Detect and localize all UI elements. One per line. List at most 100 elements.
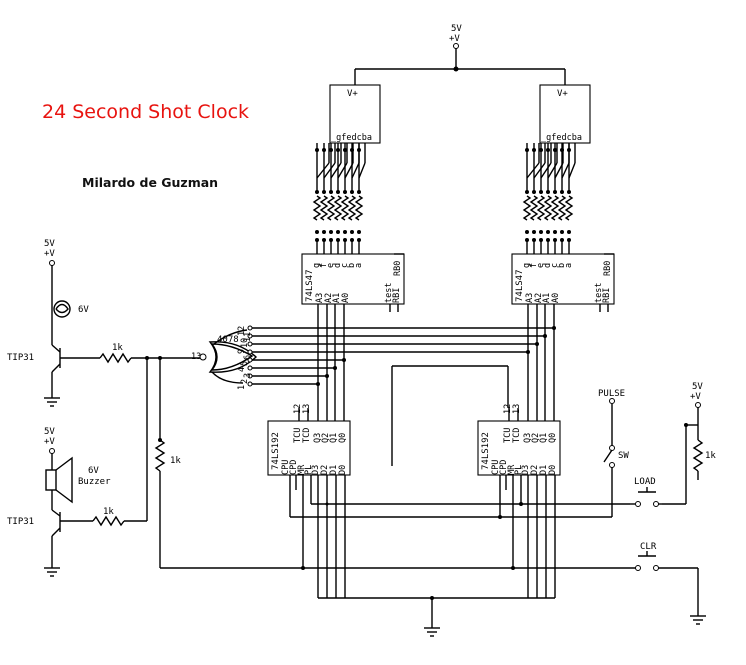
display-vplus-label: V+: [347, 89, 358, 99]
right-supply: 5V +V 1k: [662, 382, 716, 505]
svg-text:D1: D1: [539, 465, 549, 475]
bundle-routing: [526, 143, 576, 179]
nor-gate-4078: 4078 13: [191, 329, 258, 384]
decoder-74ls47-tens: 74LS47 g f e d c b a A3 A2 A1 A0 test RB…: [301, 253, 405, 305]
svg-text:Q1: Q1: [329, 433, 339, 443]
gate-pin-label: 5: [240, 361, 250, 366]
lamp-icon: [53, 300, 71, 318]
segment-resistor-array-tens: [312, 143, 366, 254]
svg-text:Q2: Q2: [321, 433, 331, 443]
svg-text:TCU: TCU: [293, 428, 303, 443]
supply-plus-label: +V: [449, 34, 460, 44]
svg-text:PL: PL: [304, 465, 314, 475]
gate-pin-label: 1: [237, 385, 247, 390]
clr-button[interactable]: CLR: [301, 475, 706, 625]
svg-text:RB0: RB0: [393, 261, 403, 276]
bundle-routing: [316, 143, 366, 179]
svg-text:A3: A3: [525, 293, 535, 303]
svg-text:D2: D2: [530, 465, 540, 475]
svg-text:c: c: [550, 263, 560, 268]
svg-text:d: d: [333, 263, 343, 268]
svg-text:MR: MR: [297, 464, 307, 475]
supply-terminal: [453, 43, 459, 49]
gate-name: 4078: [217, 335, 239, 345]
svg-text:Q1: Q1: [539, 433, 549, 443]
gate-pin-label: 4: [237, 367, 247, 372]
supply-5v-label: 5V: [451, 24, 462, 34]
lamp-driver: 5V +V 6V TIP31 1k: [7, 239, 200, 407]
buzzer-supply-label: 5V: [44, 427, 55, 437]
svg-text:a: a: [354, 263, 364, 268]
lamp-supply-label: 5V: [44, 239, 55, 249]
lamp-supply-plus: +V: [44, 249, 55, 259]
svg-text:A1: A1: [542, 293, 552, 303]
resistor-1k-label: 1k: [170, 456, 181, 466]
svg-text:b: b: [557, 263, 567, 268]
svg-text:Q3: Q3: [313, 433, 323, 443]
diagram-title: 24 Second Shot Clock: [42, 101, 250, 123]
lamp-label: 6V: [78, 305, 89, 315]
gate-pin-label: 12: [237, 326, 247, 336]
q-to-a-wiring: [317, 304, 555, 421]
svg-text:TCU: TCU: [503, 428, 513, 443]
svg-text:D0: D0: [548, 465, 558, 475]
svg-text:D2: D2: [320, 465, 330, 475]
pulse-switch: PULSE SW: [289, 389, 629, 519]
d-input-ground: [317, 475, 556, 637]
resistor-1k-label: 1k: [705, 451, 716, 461]
svg-text:D3: D3: [311, 465, 321, 475]
load-button[interactable]: LOAD: [310, 475, 662, 507]
svg-text:A2: A2: [324, 293, 334, 303]
svg-text:CPU: CPU: [281, 460, 291, 475]
svg-text:Q0: Q0: [338, 433, 348, 443]
svg-text:A0: A0: [551, 293, 561, 303]
decoder-74ls47-units: 74LS47 g f e d c b a A3 A2 A1 A0 test RB…: [511, 253, 615, 305]
svg-text:e: e: [536, 263, 546, 268]
svg-text:Q0: Q0: [548, 433, 558, 443]
clr-pulldown: 1k: [154, 358, 636, 569]
buzzer-driver: 5V +V 6V Buzzer TIP31 1k: [7, 358, 148, 577]
svg-text:a: a: [564, 263, 574, 268]
top-supply: 5V +V: [354, 24, 566, 85]
svg-text:test: test: [594, 283, 604, 303]
decoder-name: 74LS47: [515, 269, 525, 302]
right-supply-plus: +V: [690, 392, 701, 402]
svg-text:c: c: [340, 263, 350, 268]
svg-text:test: test: [384, 283, 394, 303]
buzzer-supply-plus: +V: [44, 437, 55, 447]
svg-text:PL: PL: [514, 465, 524, 475]
svg-text:e: e: [326, 263, 336, 268]
gate-output-pin: 13: [191, 352, 201, 362]
counter-74ls192-tens: 74LS192 TCU TCD 12 13 Q3 Q2 Q1 Q0 CPU CP…: [267, 404, 351, 476]
svg-text:Q2: Q2: [531, 433, 541, 443]
segment-resistor-array-units: [522, 143, 576, 254]
gate-pin-label: 3: [243, 373, 253, 378]
buzzer-label-1: 6V: [88, 466, 99, 476]
gate-pin-label: 11: [243, 332, 253, 342]
buzzer-icon: [45, 469, 57, 491]
svg-text:b: b: [347, 263, 357, 268]
svg-text:TCD: TCD: [512, 428, 522, 443]
svg-text:f: f: [529, 263, 539, 268]
svg-text:A2: A2: [534, 293, 544, 303]
svg-text:Q3: Q3: [523, 433, 533, 443]
svg-text:g: g: [312, 263, 322, 268]
svg-text:13: 13: [512, 404, 522, 414]
counter-74ls192-units: 74LS192 TCU TCD 12 13 Q3 Q2 Q1 Q0 CPU CP…: [477, 404, 561, 476]
resistor-1k-label: 1k: [103, 507, 114, 517]
svg-text:RBI: RBI: [392, 288, 402, 303]
svg-text:RBI: RBI: [602, 288, 612, 303]
svg-text:MR: MR: [507, 464, 517, 475]
pulse-label: PULSE: [598, 389, 625, 399]
load-label: LOAD: [634, 477, 656, 487]
gate-pin-label: 2: [240, 379, 250, 384]
svg-text:D0: D0: [338, 465, 348, 475]
display-pin-label: _gfedcba: [331, 133, 372, 143]
svg-text:A0: A0: [341, 293, 351, 303]
svg-text:A3: A3: [315, 293, 325, 303]
right-supply-label: 5V: [692, 382, 703, 392]
svg-text:g: g: [522, 263, 532, 268]
svg-text:CPD: CPD: [289, 460, 299, 475]
resistor-1k-label: 1k: [112, 343, 123, 353]
